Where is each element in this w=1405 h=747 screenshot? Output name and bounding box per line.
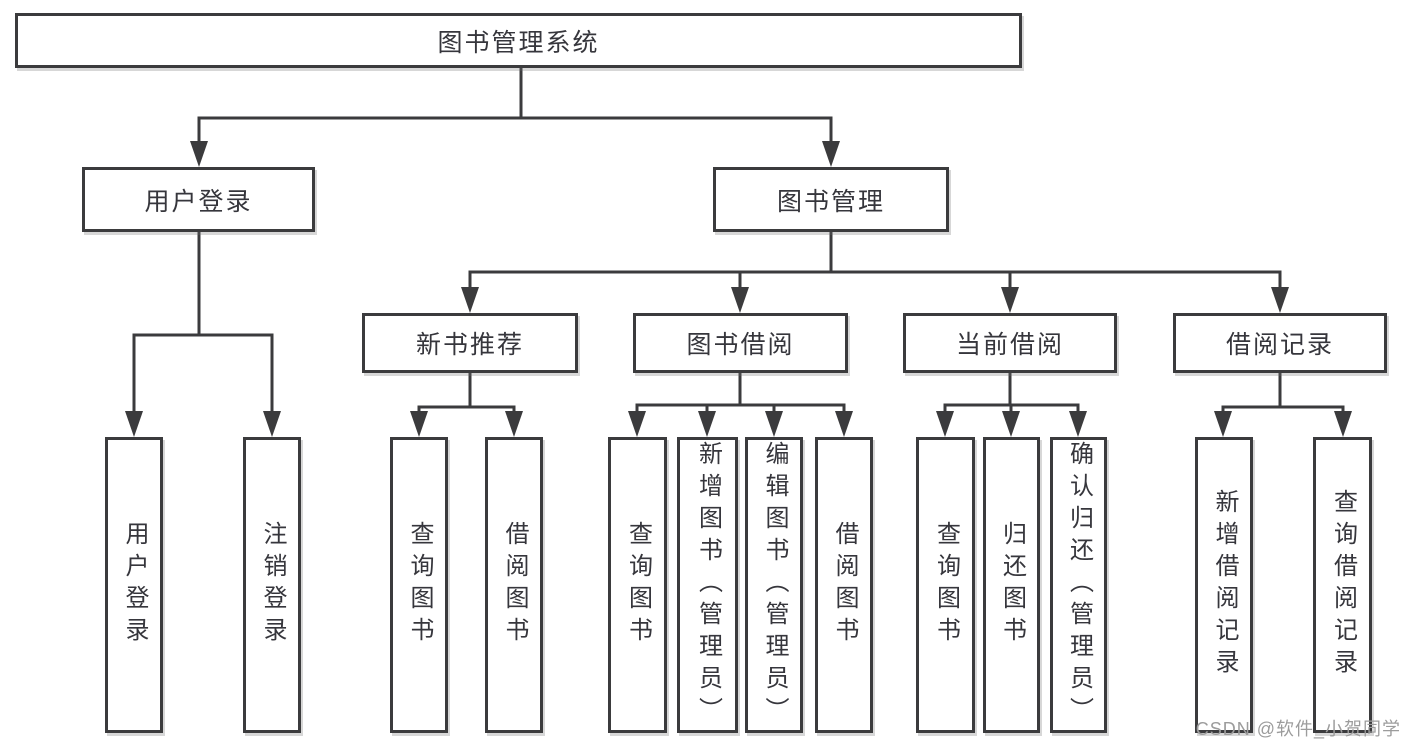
arrowhead [410, 411, 428, 437]
node-new-book-recommend: 新书推荐 [362, 313, 578, 373]
leaf-add-book-admin: 新增图书（管理员） [677, 437, 738, 733]
leaf-confirm-return-admin: 确认归还（管理员） [1050, 437, 1107, 733]
arrowhead [765, 411, 783, 437]
node-book-borrow: 图书借阅 [633, 313, 848, 373]
watermark: CSDN @软件_小贺同学 [1195, 719, 1401, 739]
arrowhead [628, 411, 646, 437]
leaf-borrow-book-recommend: 借阅图书 [485, 437, 543, 733]
arrowhead [822, 141, 840, 167]
leaf-add-borrow-record: 新增借阅记录 [1195, 437, 1253, 733]
leaf-user-login: 用户登录 [105, 437, 163, 733]
node-borrow-records: 借阅记录 [1173, 313, 1387, 373]
arrowhead [698, 411, 716, 437]
arrowhead [835, 411, 853, 437]
leaf-query-book-current: 查询图书 [916, 437, 975, 733]
arrowhead [125, 411, 143, 437]
arrowhead [1214, 411, 1232, 437]
leaf-logout: 注销登录 [243, 437, 301, 733]
leaf-edit-book-admin: 编辑图书（管理员） [745, 437, 803, 733]
arrowhead [263, 411, 281, 437]
arrowhead [1001, 287, 1019, 313]
leaf-return-book: 归还图书 [983, 437, 1040, 733]
arrowhead [1271, 287, 1289, 313]
node-user-login: 用户登录 [82, 167, 315, 232]
leaf-query-book-recommend: 查询图书 [390, 437, 448, 733]
node-root: 图书管理系统 [15, 13, 1022, 68]
arrowhead [936, 411, 954, 437]
arrowhead [1069, 411, 1087, 437]
node-book-management: 图书管理 [713, 167, 949, 232]
leaf-query-borrow-record: 查询借阅记录 [1313, 437, 1372, 733]
arrowhead [505, 411, 523, 437]
arrowhead [1334, 411, 1352, 437]
node-current-borrow: 当前借阅 [903, 313, 1117, 373]
arrowhead [461, 287, 479, 313]
arrowhead [1002, 411, 1020, 437]
leaf-borrow-book: 借阅图书 [815, 437, 873, 733]
leaf-query-book-borrow: 查询图书 [608, 437, 667, 733]
arrowhead [731, 287, 749, 313]
arrowhead [190, 141, 208, 167]
